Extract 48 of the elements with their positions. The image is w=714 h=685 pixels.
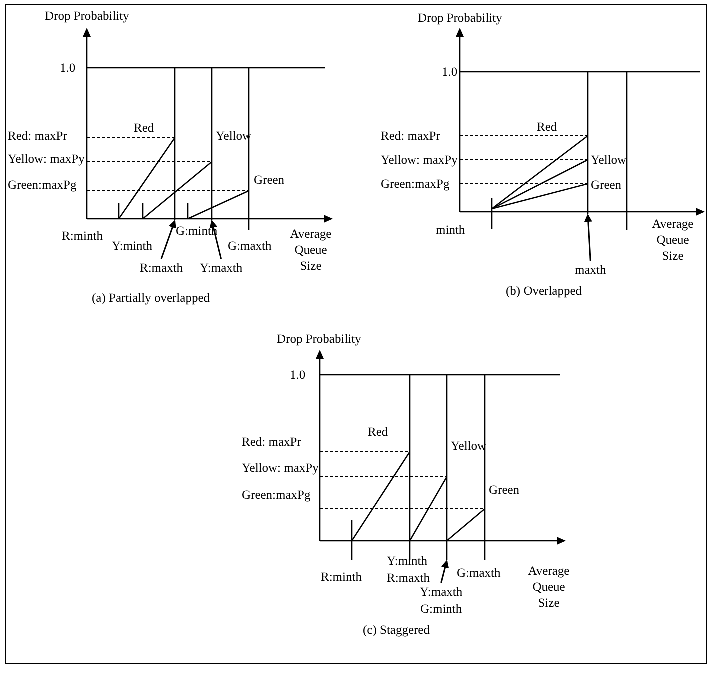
threshold-label: Green:maxPg xyxy=(381,176,450,192)
curve-label: Red xyxy=(134,120,154,136)
axis-title: Drop Probability xyxy=(418,10,502,26)
threshold-label: R:maxth xyxy=(387,570,430,586)
tick-label: 1.0 xyxy=(290,367,306,383)
axis-title: Average Queue Size xyxy=(527,563,571,611)
curve-label: Yellow xyxy=(591,152,627,168)
threshold-label: Red: maxPr xyxy=(8,128,68,144)
tick-label: 1.0 xyxy=(60,60,76,76)
threshold-line xyxy=(211,68,213,220)
curve-label: Red xyxy=(537,119,558,135)
threshold-label: Y:minth xyxy=(387,553,428,569)
threshold-label: Yellow: maxPy xyxy=(8,151,85,167)
axis-title: Drop Probability xyxy=(45,8,130,24)
chart-caption: (b) Overlapped xyxy=(506,283,582,299)
curve-label: Green xyxy=(591,177,622,193)
curve-label: Red xyxy=(368,424,388,440)
threshold-label: minth xyxy=(436,222,466,238)
chart-caption: (c) Staggered xyxy=(363,622,430,638)
threshold-label: Yellow: maxPy xyxy=(381,152,458,168)
threshold-label: Red: maxPr xyxy=(381,128,440,144)
leader-line xyxy=(584,214,592,262)
threshold-label: R:minth xyxy=(62,228,103,244)
chart-caption: (a) Partially overlapped xyxy=(92,290,210,306)
threshold-label: Green:maxPg xyxy=(242,487,311,503)
threshold-label: Yellow: maxPy xyxy=(242,460,319,476)
tick-label: 1.0 xyxy=(442,64,458,80)
leader-line xyxy=(160,220,176,260)
axis-title: Average Queue Size xyxy=(289,226,333,274)
threshold-label: G:maxth xyxy=(457,565,501,581)
leader-line xyxy=(440,560,450,584)
threshold-line xyxy=(174,68,176,220)
curve-label: Green xyxy=(489,482,520,498)
threshold-label: Green:maxPg xyxy=(8,177,77,193)
threshold-label: R:minth xyxy=(321,569,362,585)
leader-line xyxy=(210,220,222,260)
axis-title: Drop Probability xyxy=(277,331,362,347)
threshold-label: G:maxth xyxy=(228,238,272,254)
axis-title: Average Queue Size xyxy=(651,216,695,264)
curve-label: Green xyxy=(254,172,285,188)
threshold-label: Y:minth xyxy=(112,238,153,254)
threshold-label: Y:maxth xyxy=(200,260,243,277)
threshold-label: Y:maxth G:minth xyxy=(420,584,463,618)
threshold-label: maxth xyxy=(575,262,606,279)
threshold-label: R:maxth xyxy=(140,260,184,277)
threshold-line xyxy=(446,375,448,560)
threshold-label: Red: maxPr xyxy=(242,434,302,450)
threshold-line xyxy=(587,72,589,214)
